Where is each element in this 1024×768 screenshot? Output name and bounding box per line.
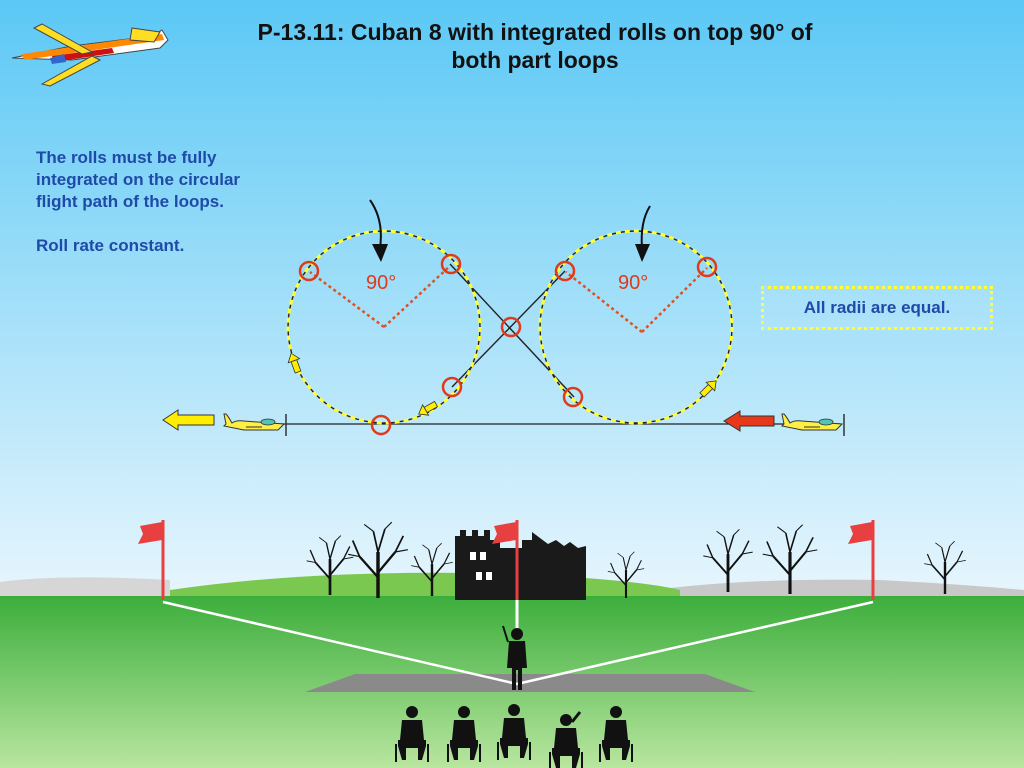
crossover-marker [500,316,522,338]
sight-line-left [162,600,518,686]
judge-silhouette-icon [549,711,583,768]
aerobatic-plane-icon [11,23,169,87]
loop-exit-marker [441,376,463,398]
instruction-notes: The rolls must be fully integrated on th… [36,147,286,279]
sky-background [0,0,1024,600]
flag-icon [138,520,165,600]
title-line-2: both part loops [451,47,619,73]
direction-arrow-icon [699,380,717,398]
radii-callout: All radii are equal. [761,286,993,330]
note-rolls-integrated: The rolls must be fully integrated on th… [36,148,241,211]
castle-ruin-icon [455,530,586,600]
exit-direction-arrow-icon [162,409,215,431]
flag-icon [848,520,875,600]
left-loop-path-dashed [286,229,482,425]
right-radius-a [565,271,643,333]
right-angle-label: 90° [618,272,648,294]
direction-arrow-icon [287,352,302,374]
left-radius-b [383,265,451,328]
roll-end-marker [696,256,718,278]
roll-start-marker [298,260,320,282]
loop-entry-marker [562,386,584,408]
left-entry-arrow-icon [369,199,388,262]
right-loop-path-dashed [538,229,734,425]
right-entry-arrow-icon [635,205,651,262]
title-line-1: P-13.11: Cuban 8 with integrated rolls o… [257,19,813,45]
pilot-silhouette-icon [502,625,527,690]
roll-end-marker [440,253,462,275]
sight-line-right [516,600,874,686]
page-title: P-13.11: Cuban 8 with integrated rolls o… [150,18,920,74]
bottom-marker [370,414,392,436]
direction-arrow-icon [418,400,439,416]
hill-right [670,579,1024,600]
flag-icon [492,520,519,632]
roll-start-marker [554,260,576,282]
entry-direction-arrow-icon [723,410,775,432]
hill-left [0,577,170,600]
radii-callout-text: All radii are equal. [803,298,951,317]
runway [305,674,755,692]
left-angle-label: 90° [366,272,396,294]
note-roll-rate: Roll rate constant. [36,236,185,255]
